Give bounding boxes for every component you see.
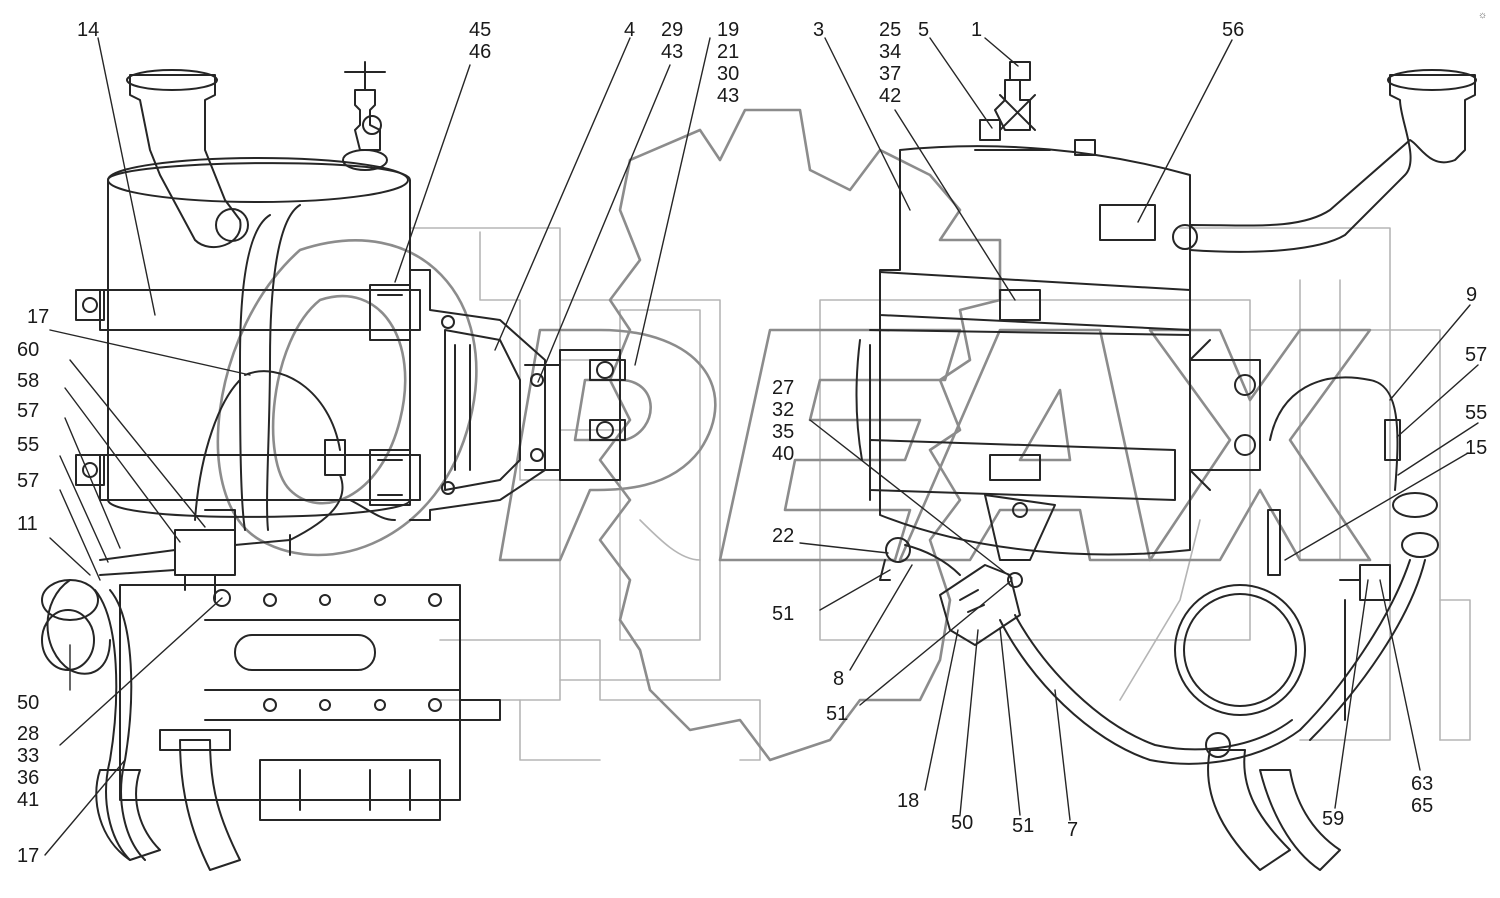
callout-55-right: 55 bbox=[1465, 402, 1488, 424]
callout-11: 11 bbox=[17, 513, 38, 535]
callout-4: 4 bbox=[624, 19, 636, 41]
callout-8: 8 bbox=[833, 668, 845, 690]
callout-5: 5 bbox=[918, 19, 930, 41]
callout-57-a: 57 bbox=[17, 400, 40, 422]
callout-29-43: 29 43 bbox=[661, 19, 684, 63]
callout-63-65: 63 65 bbox=[1411, 773, 1434, 817]
callout-55-a: 55 bbox=[17, 434, 40, 456]
callout-50-left: 50 bbox=[17, 692, 40, 714]
callout-58: 58 bbox=[17, 370, 40, 392]
callout-3: 3 bbox=[813, 19, 825, 41]
callout-45-46: 45 46 bbox=[469, 19, 492, 63]
callout-7: 7 bbox=[1067, 819, 1079, 841]
corner-mark: ☼ bbox=[1478, 10, 1487, 21]
callout-59: 59 bbox=[1322, 808, 1345, 830]
callout-28-33-36-41: 28 33 36 41 bbox=[17, 723, 40, 811]
watermark-letters bbox=[216, 239, 1372, 562]
callout-19-21-30-43: 19 21 30 43 bbox=[717, 19, 740, 107]
callout-51-c: 51 bbox=[1012, 815, 1035, 837]
right-tank bbox=[855, 61, 1477, 871]
callout-15: 15 bbox=[1465, 437, 1488, 459]
chassis-frame bbox=[409, 227, 1471, 761]
leader-lines bbox=[44, 37, 1479, 856]
callout-56: 56 bbox=[1222, 19, 1245, 41]
callout-17-bottom: 17 bbox=[17, 845, 40, 867]
callout-50-mid: 50 bbox=[951, 812, 974, 834]
callout-17-top: 17 bbox=[27, 306, 50, 328]
left-tank bbox=[41, 61, 626, 871]
callout-57-b: 57 bbox=[17, 470, 40, 492]
watermark-gear bbox=[598, 108, 1002, 762]
callout-25-34-37-42: 25 34 37 42 bbox=[879, 19, 902, 107]
callout-60: 60 bbox=[17, 339, 40, 361]
callout-14: 14 bbox=[77, 19, 100, 41]
callout-51-a: 51 bbox=[772, 603, 795, 625]
callout-18: 18 bbox=[897, 790, 920, 812]
callout-22: 22 bbox=[772, 525, 795, 547]
callout-57-right: 57 bbox=[1465, 344, 1488, 366]
callout-1: 1 bbox=[971, 19, 983, 41]
callout-51-b: 51 bbox=[826, 703, 849, 725]
callout-9: 9 bbox=[1466, 284, 1478, 306]
callout-27-32-35-40: 27 32 35 40 bbox=[772, 377, 795, 465]
